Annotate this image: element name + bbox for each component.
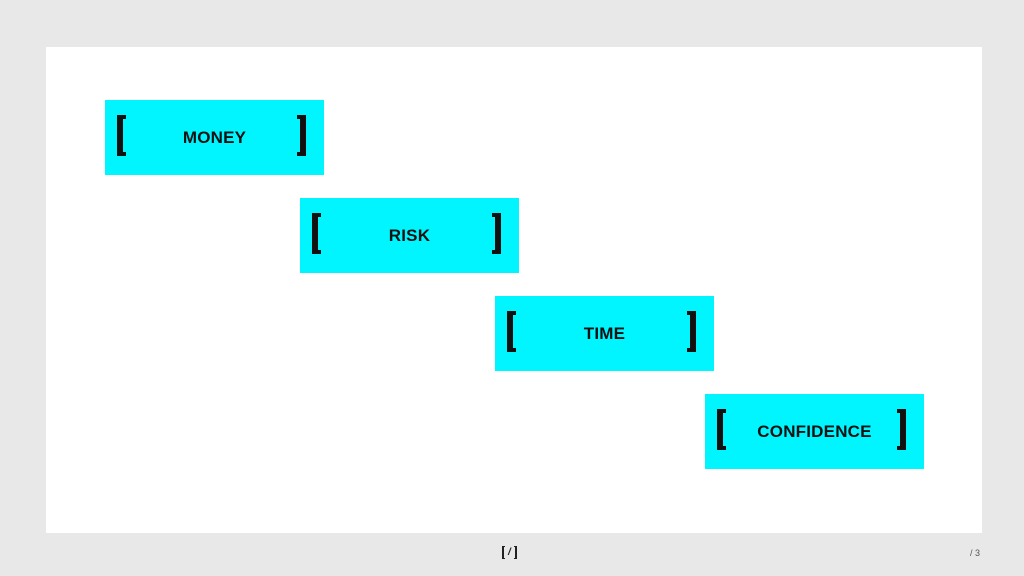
time-box: TIME [495,296,714,371]
money-label: MONEY [182,127,247,147]
left-bracket-icon [312,213,321,254]
time-label: TIME [583,323,626,343]
left-bracket-icon [117,115,126,156]
risk-label: RISK [388,225,431,245]
footer-logo: / [502,544,517,560]
logo-slash: / [508,546,511,558]
right-bracket-icon [687,311,696,352]
left-bracket-icon [507,311,516,352]
risk-box: RISK [300,198,519,273]
right-bracket-icon [897,409,906,450]
confidence-label: CONFIDENCE [757,421,872,441]
page-number: / 3 [969,548,980,558]
logo-right-bracket-icon [513,545,517,559]
left-bracket-icon [717,409,726,450]
right-bracket-icon [297,115,306,156]
money-box: MONEY [105,100,324,175]
confidence-box: CONFIDENCE [705,394,924,469]
right-bracket-icon [492,213,501,254]
logo-left-bracket-icon [502,545,505,559]
